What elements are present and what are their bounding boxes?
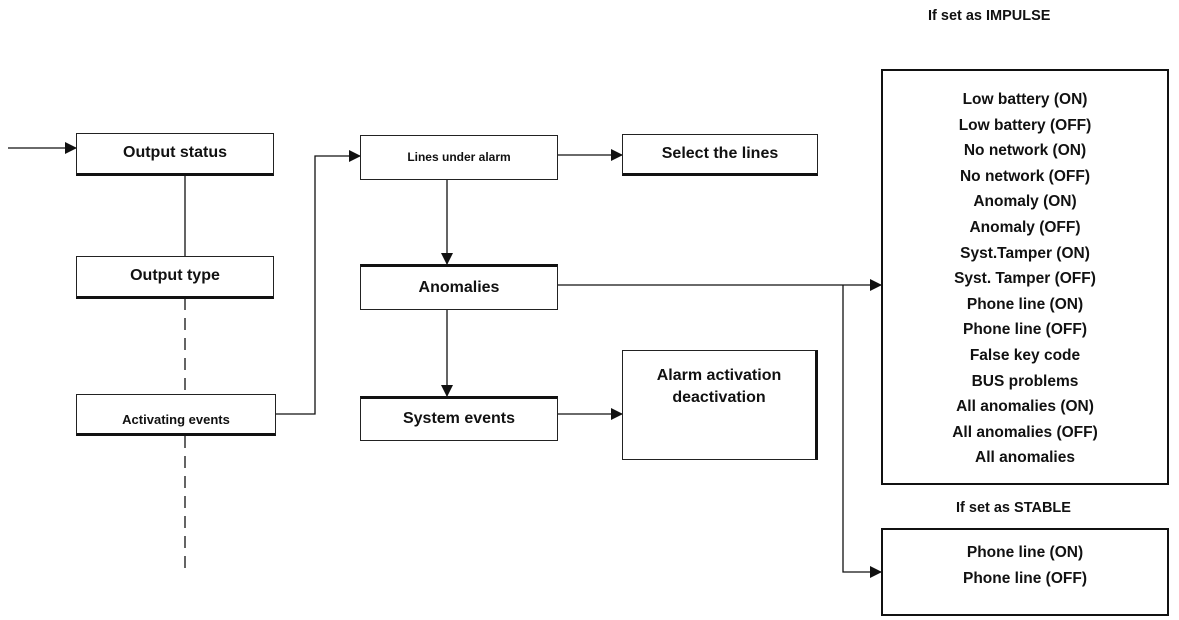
list-item: Anomaly (OFF) [969,218,1081,236]
list-item: Phone line (OFF) [963,321,1087,339]
activating-events-box: Activating events [76,394,276,436]
impulse-heading: If set as IMPULSE [928,8,1051,24]
activating-events-label: Activating events [122,412,230,428]
list-item: Phone line (OFF) [963,569,1087,587]
list-item: Phone line (ON) [966,295,1084,313]
list-item: All anomalies (ON) [956,398,1094,416]
list-item: Syst. Tamper (OFF) [954,270,1096,288]
list-item: Low battery (OFF) [958,116,1092,134]
impulse-list: Low battery (ON) Low battery (OFF) No ne… [883,87,1167,471]
stable-list: Phone line (ON) Phone line (OFF) [883,540,1167,591]
list-item: All anomalies (OFF) [952,423,1098,441]
output-type-label: Output type [130,267,220,285]
impulse-list-box: Low battery (ON) Low battery (OFF) No ne… [881,69,1169,485]
output-type-box: Output type [76,256,274,299]
list-item: Low battery (ON) [962,91,1088,108]
stable-list-box: Phone line (ON) Phone line (OFF) [881,528,1169,616]
lines-under-alarm-label: Lines under alarm [407,149,511,164]
select-the-lines-label: Select the lines [661,144,779,162]
stable-heading: If set as STABLE [956,500,1071,516]
list-item: All anomalies [975,449,1075,467]
output-status-box: Output status [76,133,274,176]
list-item: Anomaly (ON) [973,193,1077,211]
anomalies-label: Anomalies [418,278,500,296]
list-item: BUS problems [971,372,1079,390]
select-the-lines-box: Select the lines [622,134,818,176]
alarm-activation-box: Alarm activation deactivation [622,350,818,460]
anomalies-box: Anomalies [360,264,558,310]
anomalies-to-stable-arrow [842,285,882,578]
list-item: Phone line (ON) [966,544,1084,561]
alarm-activation-label: Alarm activation deactivation [656,367,782,406]
system-events-label: System events [402,410,516,428]
list-item: No network (OFF) [959,167,1091,185]
system-events-box: System events [360,396,558,441]
lines-under-alarm-box: Lines under alarm [360,135,558,180]
output-status-label: Output status [123,144,227,162]
list-item: Syst.Tamper (ON) [960,244,1090,262]
list-item: No network (ON) [963,142,1087,160]
activating-to-lines-arrow [276,150,361,415]
list-item: False key code [969,346,1081,364]
